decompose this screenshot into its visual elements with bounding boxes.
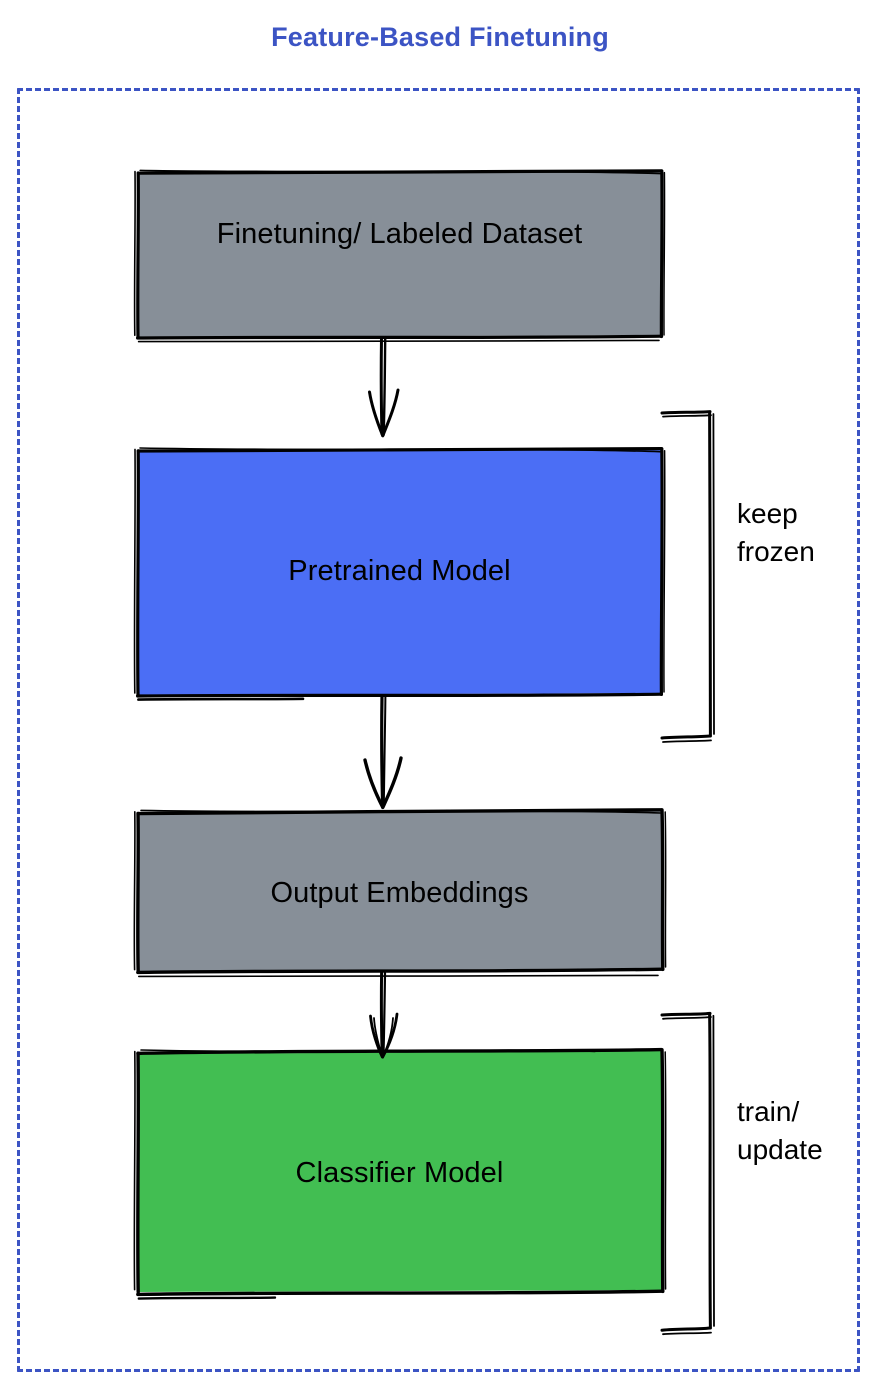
node-finetuning-labeled-dataset[interactable]: Finetuning/ Labeled Dataset xyxy=(133,169,666,343)
annotation-keep-frozen-line2: frozen xyxy=(737,536,815,567)
node-label-dataset: Finetuning/ Labeled Dataset xyxy=(216,218,583,250)
annotation-train-update-line2: update xyxy=(737,1134,823,1165)
arrow-pretrained-to-embeddings xyxy=(363,694,403,810)
annotation-keep-frozen-line1: keep xyxy=(737,498,798,529)
bracket-train-update xyxy=(660,1011,715,1336)
node-label-pretrained: Pretrained Model xyxy=(288,555,511,587)
node-shape-dataset xyxy=(133,169,666,343)
page-title: Feature-Based Finetuning xyxy=(271,22,609,52)
annotation-train-update: train/update xyxy=(737,1093,823,1169)
node-pretrained-model[interactable]: Pretrained Model xyxy=(133,447,666,701)
node-shape-pretrained xyxy=(133,447,666,701)
arrow-dataset-to-pretrained xyxy=(368,336,400,438)
bracket-keep-frozen xyxy=(660,410,715,743)
arrow-embeddings-to-classifier xyxy=(369,970,399,1059)
annotation-keep-frozen: keep frozen xyxy=(737,495,815,571)
node-shape-classifier xyxy=(133,1047,667,1300)
diagram-boundary xyxy=(17,88,860,1372)
node-output-embeddings[interactable]: Output Embeddings xyxy=(133,808,667,978)
node-classifier-model[interactable]: Classifier Model xyxy=(133,1047,667,1300)
node-label-embeddings: Output Embeddings xyxy=(270,877,529,909)
node-shape-embeddings xyxy=(133,808,667,978)
annotation-train-update-line1: train/ xyxy=(737,1096,800,1127)
node-label-classifier: Classifier Model xyxy=(295,1157,504,1189)
